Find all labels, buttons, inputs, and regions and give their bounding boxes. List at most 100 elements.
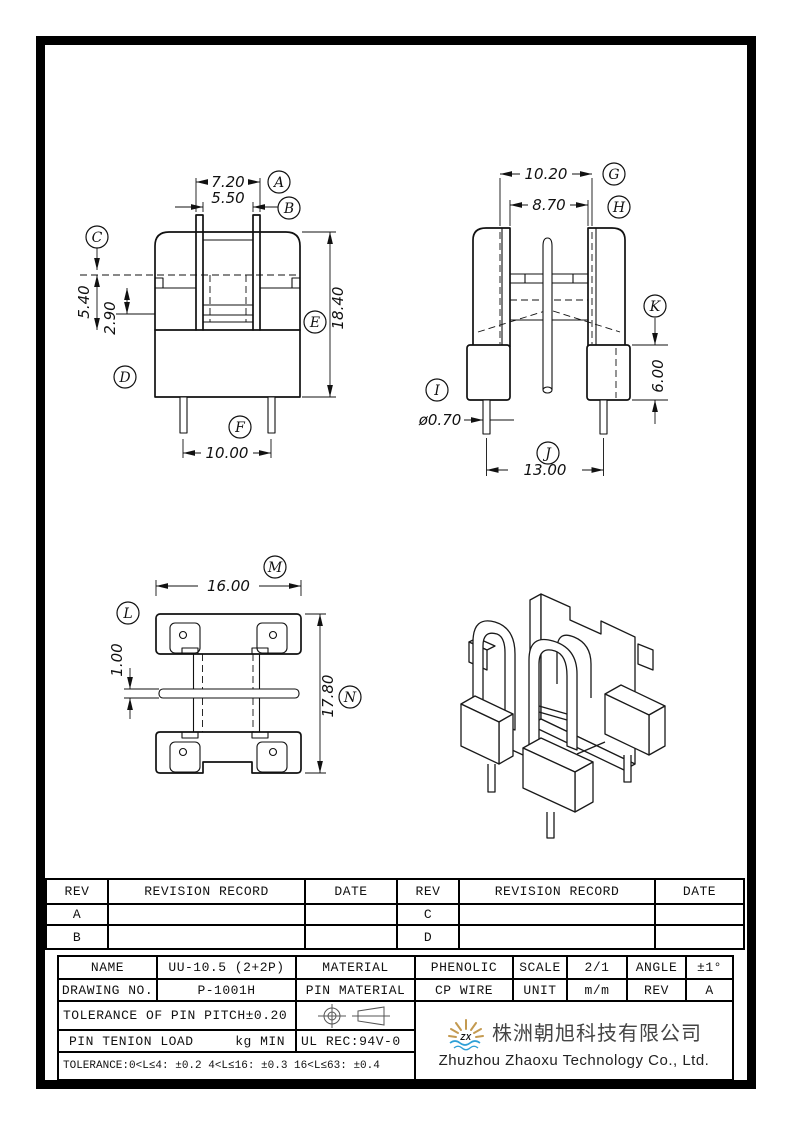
balloon-l: L <box>116 601 140 625</box>
balloon-m: M <box>263 555 287 579</box>
drawing-no-label: DRAWING NO. <box>59 980 158 1002</box>
dim-1-00: L 1.00 <box>108 601 140 719</box>
sheet-border <box>36 36 756 1089</box>
isometric-view <box>460 593 666 839</box>
rev-row-c-date <box>656 905 743 926</box>
dim-13-00: J 13.00 <box>486 438 604 479</box>
rev-row-d-date <box>656 926 743 948</box>
top-pad-lr <box>256 741 288 773</box>
logo-zx-text: ZX <box>459 1033 471 1042</box>
top-pad-ll <box>169 741 201 773</box>
rev-row-b-date <box>306 926 398 948</box>
dim-pin-diameter: I ø0.70 <box>418 378 514 429</box>
svg-text:8.70: 8.70 <box>532 196 565 214</box>
company-logo-icon: ZX <box>448 1018 484 1050</box>
svg-text:A: A <box>272 175 284 191</box>
top-pinhole-ll <box>178 747 188 757</box>
rev-header-rev-1: REV <box>47 880 109 905</box>
name-label: NAME <box>59 957 158 980</box>
rev-label: REV <box>628 980 687 1002</box>
balloon-f: F <box>228 415 252 439</box>
svg-text:L: L <box>122 606 132 622</box>
svg-text:6.00: 6.00 <box>649 359 667 392</box>
rev-header-date-2: DATE <box>656 880 743 905</box>
front-pin-left <box>179 396 188 434</box>
side-right-post <box>587 227 626 348</box>
side-pin-left <box>482 399 491 435</box>
balloon-b: B <box>277 196 301 220</box>
dim-5-50: 5.50 B <box>175 189 301 220</box>
rev-row-d-record <box>460 926 656 948</box>
svg-text:2.90: 2.90 <box>101 301 119 334</box>
svg-text:I: I <box>433 383 440 399</box>
balloon-a: A <box>267 170 291 194</box>
front-core-hidden-lines <box>209 275 247 322</box>
front-view: 7.20 A 5.50 B C 5.40 2.90 <box>75 170 347 462</box>
svg-text:B: B <box>283 201 294 217</box>
company-name-cn: 株洲朝旭科技有限公司 <box>492 1023 702 1045</box>
svg-text:7.20: 7.20 <box>211 173 244 191</box>
top-pad-ur <box>256 622 288 654</box>
svg-text:F: F <box>234 420 246 436</box>
dim-5-40: 5.40 <box>75 275 100 330</box>
rev-header-date-1: DATE <box>306 880 398 905</box>
side-view: 10.20 G 8.70 H K 6.00 I ø0.70 <box>418 162 668 479</box>
top-notches-lower <box>181 732 269 739</box>
balloon-h: H <box>607 195 631 219</box>
balloon-k: K <box>643 294 667 318</box>
svg-text:17.80: 17.80 <box>319 675 337 718</box>
iso-front-block <box>522 737 594 813</box>
balloon-d: D <box>113 365 137 389</box>
svg-text:N: N <box>343 690 357 706</box>
rev-row-a-date <box>306 905 398 926</box>
balloon-n: N <box>338 685 362 709</box>
top-pad-ul <box>169 622 201 654</box>
rev-header-rev-2: REV <box>398 880 460 905</box>
svg-text:D: D <box>118 370 130 386</box>
top-pinhole-lr <box>268 747 278 757</box>
top-notches-upper <box>181 647 269 654</box>
svg-text:10.20: 10.20 <box>525 165 568 183</box>
svg-text:18.40: 18.40 <box>329 287 347 330</box>
ul-rec: UL REC:94V-0 <box>297 1031 416 1053</box>
side-rod-end <box>542 386 553 394</box>
side-center-rod <box>542 237 553 390</box>
material-value: PHENOLIC <box>416 957 514 980</box>
top-center-bar <box>158 688 300 699</box>
dim-16-00: M 16.00 <box>155 555 302 596</box>
angle-value: ±1° <box>687 957 732 980</box>
iso-pin-left <box>487 764 496 793</box>
dim-6-00: K 6.00 <box>632 294 668 424</box>
scale-label: SCALE <box>514 957 568 980</box>
balloon-i: I <box>425 378 449 402</box>
iso-left-block <box>460 695 514 765</box>
rev-row-a-record <box>109 905 306 926</box>
dim-8-70: 8.70 H <box>509 195 631 226</box>
front-coil-lines <box>203 239 253 323</box>
svg-text:H: H <box>612 200 626 216</box>
balloon-g: G <box>602 162 626 186</box>
dim-18-40: 18.40 E <box>302 231 347 398</box>
drawing-no-value: P-1001H <box>158 980 297 1002</box>
svg-text:5.40: 5.40 <box>75 285 93 318</box>
iso-right-tab <box>637 643 654 671</box>
side-left-base <box>466 344 511 401</box>
material-label: MATERIAL <box>297 957 416 980</box>
angle-label: ANGLE <box>628 957 687 980</box>
top-bar-ext <box>124 688 159 699</box>
svg-text:1.00: 1.00 <box>108 643 126 676</box>
front-body-outline <box>154 231 301 398</box>
name-value: UU-10.5 (2+2P) <box>158 957 297 980</box>
balloon-c: C <box>85 225 109 270</box>
unit-value: m/m <box>568 980 628 1002</box>
front-pin-right <box>267 396 276 434</box>
svg-text:E: E <box>309 315 320 331</box>
tolerance-pin-pitch: TOLERANCE OF PIN PITCH±0.20 <box>59 1002 297 1031</box>
dim-10-00: F 10.00 <box>182 415 272 462</box>
projection-symbol-cell <box>297 1002 416 1031</box>
svg-text:M: M <box>267 560 283 576</box>
dim-17-80: 17.80 N <box>305 613 362 774</box>
side-right-base <box>586 344 631 401</box>
svg-text:10.00: 10.00 <box>206 444 249 462</box>
